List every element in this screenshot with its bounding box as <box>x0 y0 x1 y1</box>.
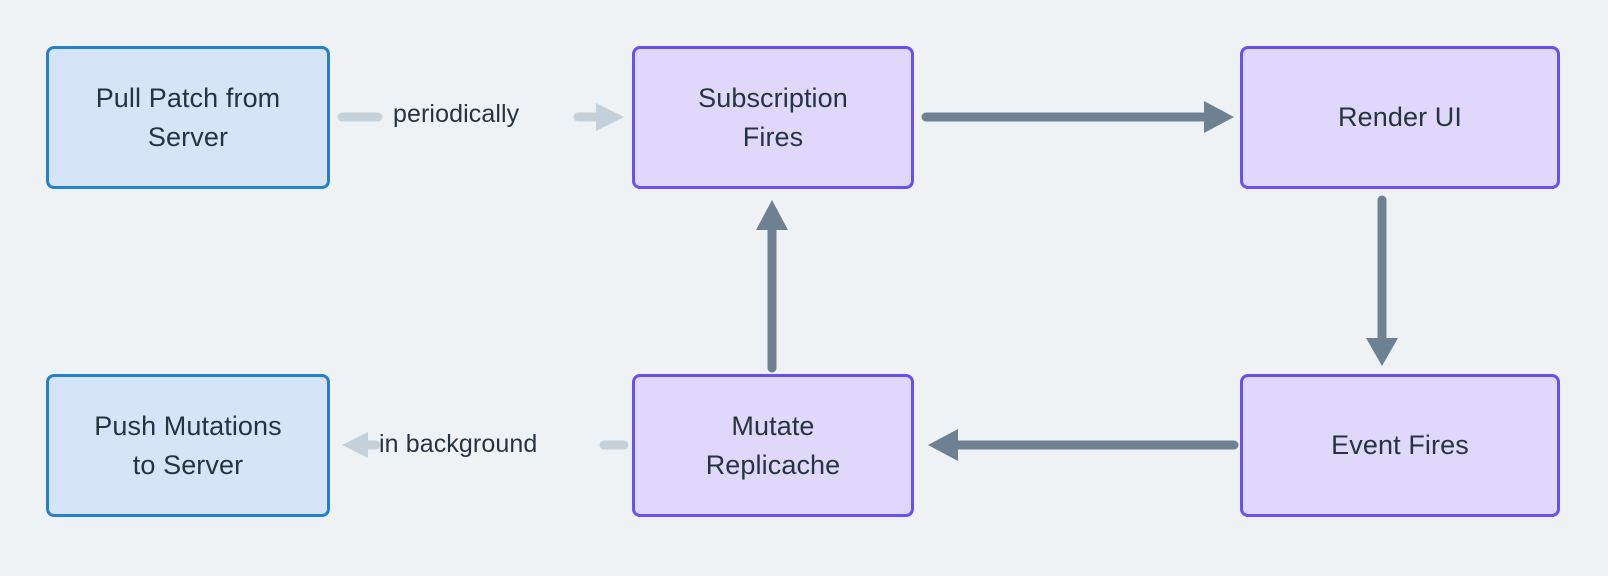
node-label: Render UI <box>1338 102 1462 133</box>
node-label: Event Fires <box>1331 430 1469 461</box>
edge-label-in-background: in background <box>379 430 538 458</box>
node-push-mutations-to-server[interactable]: Push Mutations to Server <box>46 374 330 517</box>
edge-event-to-mutate <box>928 429 1239 461</box>
node-mutate-replicache[interactable]: Mutate Replicache <box>632 374 914 517</box>
edge-render-to-event <box>1366 195 1398 366</box>
node-render-ui[interactable]: Render UI <box>1240 46 1560 189</box>
node-label: Push Mutations to Server <box>94 411 282 480</box>
node-label: Mutate Replicache <box>705 411 841 480</box>
edge-label-periodically: periodically <box>393 100 520 128</box>
node-pull-patch-from-server[interactable]: Pull Patch from Server <box>46 46 330 189</box>
edge-subscription-to-render <box>921 101 1234 133</box>
node-event-fires[interactable]: Event Fires <box>1240 374 1560 517</box>
edge-mutate-to-subscription <box>756 200 788 373</box>
node-subscription-fires[interactable]: Subscription Fires <box>632 46 914 189</box>
node-label: Pull Patch from Server <box>95 83 281 152</box>
node-label: Subscription Fires <box>698 83 848 152</box>
edge-pull-to-subscription <box>337 103 624 131</box>
edge-mutate-to-push <box>342 432 629 458</box>
